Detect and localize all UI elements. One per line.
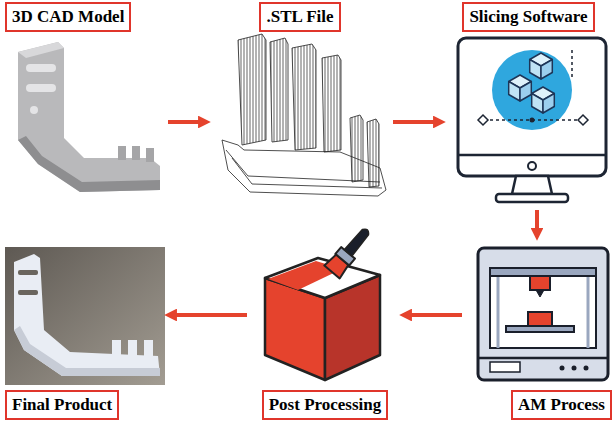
photo-background <box>5 247 165 385</box>
bracket-tab <box>112 340 121 356</box>
cube <box>530 53 553 79</box>
printer-dot <box>572 366 577 371</box>
flow-arrow <box>535 210 539 237</box>
cad-tab <box>132 146 140 160</box>
step-label: Post Processing <box>262 390 389 420</box>
print-bed <box>506 326 574 332</box>
process-step: AM Process <box>465 240 612 420</box>
process-step: Post Processing <box>250 240 400 420</box>
cad-body <box>18 42 160 192</box>
cad-top-face <box>18 42 64 58</box>
flow-arrow <box>393 120 442 124</box>
printer-rod <box>587 276 590 348</box>
flow-arrow <box>168 120 207 124</box>
process-step: .STL File <box>210 2 390 198</box>
stl-pillar <box>350 115 363 182</box>
bracket-tab <box>144 340 153 356</box>
cube-face <box>543 94 554 114</box>
cad-model <box>18 42 160 192</box>
blue-disc <box>492 50 572 130</box>
printer-dot <box>584 366 589 371</box>
guide-diamond <box>578 115 588 125</box>
monitor-stand <box>512 176 552 194</box>
monitor-button <box>528 162 536 170</box>
monitor-divider <box>458 154 606 157</box>
printer-panel-line <box>478 357 608 360</box>
cube <box>532 87 555 113</box>
monitor-base <box>496 194 568 202</box>
stl-pillar <box>292 44 316 150</box>
bracket-slot <box>18 290 38 295</box>
nozzle <box>536 290 544 297</box>
stl-wireframe <box>222 34 386 196</box>
stl-pillar <box>322 55 341 152</box>
printer-rod <box>497 276 500 348</box>
printed-part <box>528 312 552 326</box>
printer-screen <box>490 362 520 372</box>
cad-slot <box>26 64 56 72</box>
bracket-shade <box>14 326 160 376</box>
final-product-photo <box>5 247 165 385</box>
printer-rail <box>490 268 596 276</box>
brush-handle <box>344 227 371 256</box>
cube-face <box>541 60 552 80</box>
cube <box>509 75 532 101</box>
step-label: AM Process <box>511 390 612 420</box>
dashed-guide <box>571 50 573 80</box>
cad-tab <box>146 148 154 162</box>
printer-dot <box>560 366 565 371</box>
process-step: 3D CAD Model <box>5 2 165 198</box>
stl-pillar <box>238 34 266 145</box>
stl-pillar <box>367 119 379 187</box>
print-head <box>530 276 550 290</box>
paint-brush <box>324 223 375 278</box>
cube-face <box>509 82 520 102</box>
printed-bracket <box>14 254 160 376</box>
step-label: Slicing Software <box>462 2 594 32</box>
bracket-tab <box>128 340 137 356</box>
bracket-slot <box>18 270 38 275</box>
cube-face <box>530 60 541 80</box>
cube-top-face <box>265 258 380 298</box>
process-step: Final Product <box>5 240 165 420</box>
flow-arrow <box>403 313 462 317</box>
stl-pillar <box>270 38 288 142</box>
cube-face <box>532 94 543 114</box>
printer-frame <box>478 248 608 380</box>
flow-arrow <box>168 313 247 317</box>
process-step: Slicing Software <box>445 2 612 207</box>
cube-face <box>520 82 531 102</box>
printer-opening <box>490 268 596 348</box>
step-label: 3D CAD Model <box>5 2 131 32</box>
guide-diamond <box>478 115 488 125</box>
cad-tab <box>118 146 126 160</box>
paint-cube-icon <box>265 223 380 380</box>
guide-dot <box>530 118 535 123</box>
printer-icon <box>478 248 608 380</box>
step-label: .STL File <box>259 2 340 32</box>
cad-slot <box>26 84 56 92</box>
monitor-frame <box>458 38 606 176</box>
cad-front-face <box>18 136 160 192</box>
cad-hole <box>30 106 38 114</box>
monitor-icon <box>458 38 606 202</box>
step-label: Final Product <box>5 390 119 420</box>
